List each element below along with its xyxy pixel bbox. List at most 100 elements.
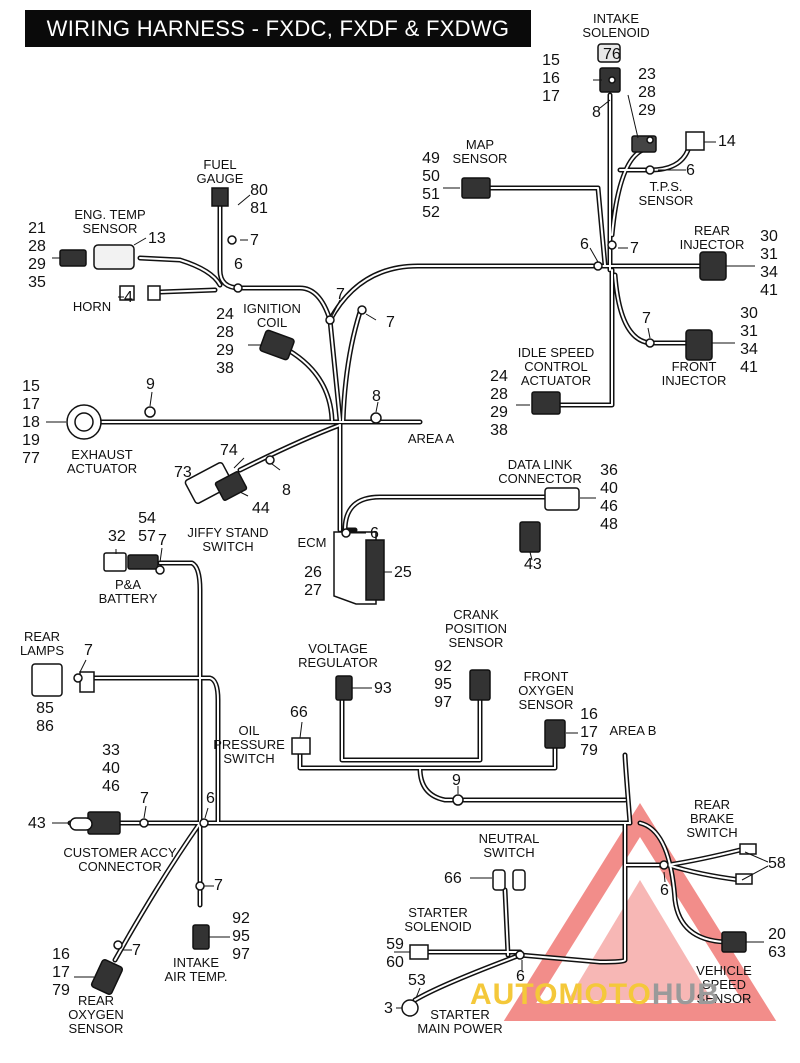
ecm-pins (365, 539, 385, 601)
callout-93: 93 (374, 680, 392, 697)
callout-27: 27 (304, 582, 322, 599)
callout-40: 40 (600, 480, 618, 497)
watermark-triangle-inner (568, 880, 712, 1000)
callout-17: 17 (542, 88, 560, 105)
callout-18: 18 (22, 414, 40, 431)
callout-stack-33-46: 33 40 46 (98, 742, 124, 796)
data-link-plug (519, 521, 541, 553)
callout-28: 28 (216, 324, 234, 341)
label-pa-battery: P&A BATTERY (98, 577, 158, 606)
label-customer-accy-connector: CUSTOMER ACCY CONNECTOR (63, 845, 177, 874)
callout-40: 40 (102, 760, 120, 777)
jiffy-stand-connector (214, 471, 248, 501)
callout-7-fuel: 7 (250, 232, 259, 249)
exhaust-actuator-inner (74, 412, 94, 432)
callout-23: 23 (638, 66, 656, 83)
callout-24: 24 (490, 368, 508, 385)
callout-49: 49 (422, 150, 440, 167)
label-neutral-switch: NEUTRAL SWITCH (478, 831, 540, 860)
oil-pressure-switch (291, 737, 311, 755)
data-link-connector (544, 487, 580, 511)
callout-7-pa: 7 (158, 532, 167, 549)
label-front-injector: FRONT INJECTOR (661, 359, 727, 388)
callout-stack-49-52: 49 50 51 52 (418, 150, 444, 222)
callout-54: 54 (138, 510, 156, 527)
callout-29: 29 (216, 342, 234, 359)
fuel-gauge-connector (211, 187, 229, 207)
callout-stack-54-57: 54 57 (134, 510, 160, 546)
rear-lamps-connector (31, 663, 63, 697)
label-oil-pressure-switch: OIL PRESSURE SWITCH (213, 723, 285, 766)
callout-46: 46 (600, 498, 618, 515)
callout-stack-92-97-iat: 92 95 97 (228, 910, 254, 964)
callout-80: 80 (250, 182, 268, 199)
callout-7-ign-b: 7 (386, 314, 395, 331)
callout-57: 57 (138, 528, 156, 545)
callout-15: 15 (22, 378, 40, 395)
callout-stack-24-38-idle: 24 28 29 38 (486, 368, 512, 440)
clips (73, 76, 669, 960)
callout-97: 97 (434, 694, 452, 711)
callout-6-map: 6 (580, 236, 589, 253)
callout-60: 60 (386, 954, 404, 971)
callout-stack-23-28-29: 23 28 29 (634, 66, 660, 120)
label-jiffy-stand-switch: JIFFY STAND SWITCH (187, 525, 269, 554)
starter-solenoid-connector (409, 944, 429, 960)
callout-50: 50 (422, 168, 440, 185)
callout-stack-15-16-17: 15 16 17 (538, 52, 564, 106)
callout-15: 15 (542, 52, 560, 69)
voltage-regulator-connector (335, 675, 353, 701)
rear-injector-connector (699, 251, 727, 281)
callout-stack-16-79-rear-o2: 16 17 79 (48, 946, 74, 1000)
map-sensor-connector (461, 177, 491, 199)
watermark-logo: AUTOMOTOHUB (470, 978, 720, 1012)
leader-lines (46, 79, 769, 1009)
callout-6-tps: 6 (686, 162, 695, 179)
callout-24: 24 (216, 306, 234, 323)
callout-97: 97 (232, 946, 250, 963)
callout-38: 38 (490, 422, 508, 439)
callout-16: 16 (52, 946, 70, 963)
rear-lamps-plug (79, 671, 95, 693)
pa-battery-connector (103, 552, 127, 572)
label-tps-sensor: T.P.S. SENSOR (638, 179, 694, 208)
callout-52: 52 (422, 204, 440, 221)
callout-95: 95 (434, 676, 452, 693)
callout-63: 63 (768, 944, 786, 961)
label-rear-oxygen-sensor: REAR OXYGEN SENSOR (68, 993, 124, 1036)
label-rear-lamps: REAR LAMPS (19, 629, 65, 658)
eng-temp-connector (59, 249, 87, 267)
callout-53: 53 (408, 972, 426, 989)
callout-7-map: 7 (630, 240, 639, 257)
callout-29: 29 (490, 404, 508, 421)
label-starter-solenoid: STARTER SOLENOID (404, 905, 472, 934)
front-oxygen-connector (544, 719, 566, 749)
label-rear-injector: REAR INJECTOR (679, 223, 745, 252)
callout-stack-92-97-crank: 92 95 97 (430, 658, 456, 712)
callout-43-customer: 43 (28, 815, 46, 832)
label-fuel-gauge: FUEL GAUGE (196, 157, 244, 186)
callout-58: 58 (768, 855, 786, 872)
front-injector-connector (685, 329, 713, 361)
callout-29: 29 (28, 256, 46, 273)
crank-position-connector (469, 669, 491, 701)
neutral-switch-a (492, 869, 506, 891)
callout-9-oil: 9 (452, 772, 461, 789)
callout-7-iat: 7 (214, 877, 223, 894)
callout-stack-59-60: 59 60 (382, 936, 408, 972)
callout-59: 59 (386, 936, 404, 953)
customer-accy-plug (69, 817, 93, 831)
callout-38: 38 (216, 360, 234, 377)
callout-29: 29 (638, 102, 656, 119)
eng-temp-sensor-body (93, 244, 135, 270)
callout-4: 4 (124, 289, 133, 306)
callout-85: 85 (36, 700, 54, 717)
watermark-text-b: HUB (651, 978, 720, 1011)
callout-46: 46 (102, 778, 120, 795)
callout-stack-24-38-ign: 24 28 29 38 (212, 306, 238, 378)
label-vehicle-speed-sensor: VEHICLE SPEED SENSOR (696, 963, 752, 1006)
callout-35: 35 (28, 274, 46, 291)
callout-19: 19 (22, 432, 40, 449)
